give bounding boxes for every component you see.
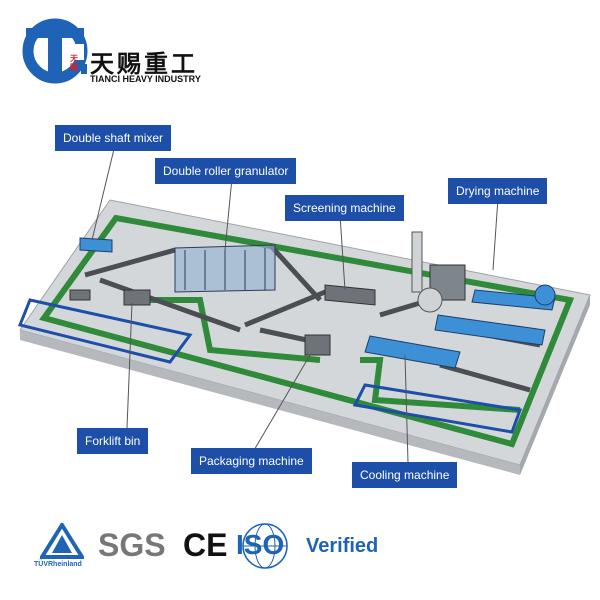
forklift-bin-machine <box>69 289 151 306</box>
certification-logos: TÜVRheinland SGS CE ISO Verified <box>0 515 600 585</box>
tianci-logo-icon <box>22 18 88 84</box>
storage-zone-right <box>352 383 523 434</box>
brand-en-name: TIANCI HEAVY INDUSTRY <box>90 74 201 84</box>
granulator-machine <box>174 244 276 293</box>
leader-lines <box>91 144 499 463</box>
drying-machine-unit <box>411 231 466 313</box>
brand-cn-name: 天赐重工 <box>90 50 198 78</box>
packaging-machine-unit <box>304 334 331 356</box>
cert-tuv: TÜVRheinland <box>34 561 82 568</box>
tuv-triangle-icon <box>40 523 84 559</box>
plant-layout-diagram <box>17 144 591 475</box>
mixer-machine <box>79 237 113 253</box>
cert-verified: Verified <box>306 535 379 557</box>
rotary-drums <box>364 289 556 369</box>
storage-zone-left <box>17 298 193 364</box>
label-double-roller-granulator: Double roller granulator <box>155 158 297 184</box>
label-double-shaft-mixer: Double shaft mixer <box>55 125 172 151</box>
logo-stamp: 天赐 <box>70 54 78 72</box>
label-cooling-machine: Cooling machine <box>352 462 458 488</box>
cert-iso: ISO <box>236 529 285 560</box>
label-packaging-machine: Packaging machine <box>191 448 312 474</box>
label-drying-machine: Drying machine <box>448 178 548 204</box>
screening-machine-unit <box>324 284 376 306</box>
cert-ce: CE <box>183 527 228 563</box>
company-logo: 天赐 天赐重工 TIANCI HEAVY INDUSTRY <box>20 16 220 86</box>
label-screening-machine: Screening machine <box>285 195 404 221</box>
iso-globe-icon <box>242 523 288 569</box>
cert-sgs: SGS <box>98 527 166 563</box>
label-forklift-bin: Forklift bin <box>77 428 149 454</box>
